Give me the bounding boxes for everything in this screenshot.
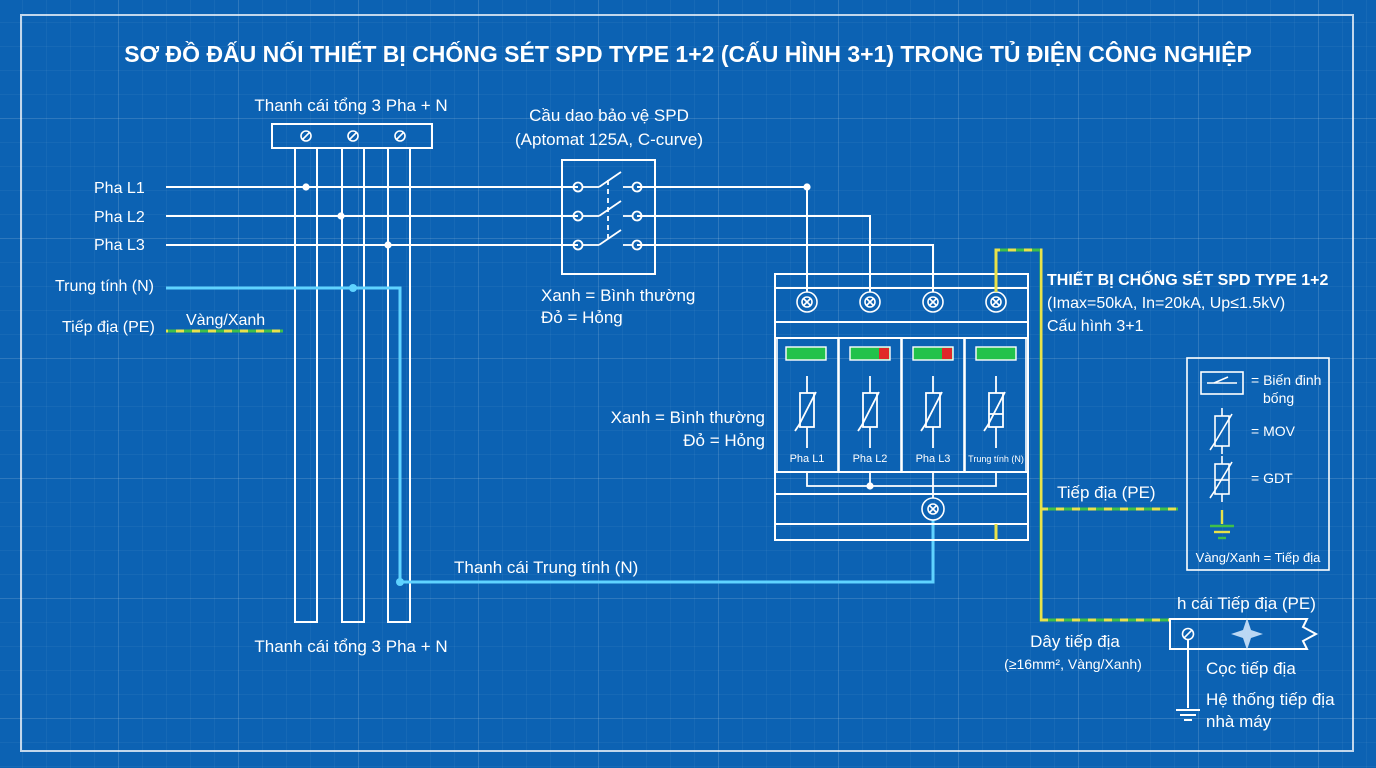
junction-dots [302,183,811,249]
spd-terminal-l1 [796,291,818,313]
spd-spec: (Imax=50kA, In=20kA, Up≤1.5kV) [1047,295,1285,312]
status-top-red: Đỏ = Hỏng [541,308,623,327]
spd-module-label-l1: Pha L1 [790,453,825,465]
legend-mov-icon [1209,408,1233,454]
spd-terminal-n [985,291,1007,313]
neutral-busbar-dot [396,578,404,586]
status-window-n [975,346,1017,361]
legend-mov-label: = MOV [1251,423,1296,439]
spd-breaker [561,159,656,275]
ground-rod-label: Cọc tiếp địa [1206,659,1296,678]
ground-wire-label-1: Dây tiếp địa [1030,632,1120,651]
status-left-red: Đỏ = Hỏng [683,431,765,450]
label-pha-l3: Pha L3 [94,237,145,254]
breaker-label-1: Cầu dao bảo vệ SPD [529,106,689,125]
status-window-l3 [912,346,954,361]
legend-breaker-icon [1200,371,1244,395]
spd-terminal-l3 [922,291,944,313]
earth-wires [994,248,1178,622]
spd-module-label-l2: Pha L2 [853,453,888,465]
breaker-label-2: (Aptomat 125A, C-curve) [515,130,703,149]
ground-wire-label-2: (≥16mm², Vàng/Xanh) [1004,656,1142,672]
legend-footer: Vàng/Xanh = Tiếp địa [1196,550,1321,565]
status-window-l2 [849,346,891,361]
mov-symbol-l3 [920,376,943,448]
label-neutral: Trung tính (N) [55,278,154,295]
label-pe-wire: Vàng/Xanh [186,312,265,329]
ground-system-label-2: nhà máy [1206,712,1272,731]
label-pha-l1: Pha L1 [94,180,145,197]
spd-bus-dot [866,482,874,490]
status-window-l1 [785,346,827,361]
pe-bar-label: h cái Tiếp địa (PE) [1177,594,1316,613]
ground-system-label-1: Hệ thống tiếp địa [1206,690,1335,709]
ground-symbol [1176,709,1200,721]
spd-common-bus [806,472,997,487]
spd-config: Cấu hình 3+1 [1047,318,1144,335]
spd-title: THIẾT BỊ CHỐNG SÉT SPD TYPE 1+2 [1047,269,1328,289]
busbar-terminals [300,130,406,142]
page-title: SƠ ĐỒ ĐẤU NỐI THIẾT BỊ CHỐNG SÉT SPD TYP… [124,39,1252,67]
pe-bar [1169,618,1319,650]
legend-gdt-icon [1209,456,1233,502]
pe-bar-terminal [1181,627,1195,641]
label-pe-right: Tiếp địa (PE) [1057,483,1156,502]
label-pe: Tiếp địa (PE) [62,319,155,336]
gdt-symbol-n [983,376,1006,448]
neutral-junction-dot [349,284,357,292]
breaker-contacts [572,171,643,251]
spd-module-label-n: Trung tính (N) [968,454,1024,464]
diagram-frame [20,14,1354,752]
legend-breaker-label-2: bống [1263,390,1294,406]
legend-box [1186,357,1330,571]
status-left-green: Xanh = Bình thường [611,408,765,427]
busbar-bars [294,147,411,623]
mov-symbol-l2 [857,376,880,448]
spd-module-label-l3: Pha L3 [916,453,951,465]
status-top-green: Xanh = Bình thường [541,286,695,305]
pe-bar-sparkle [1231,618,1263,650]
legend-gdt-label: = GDT [1251,470,1293,486]
phase-wires [166,186,934,292]
busbar-bottom-label: Thanh cái tổng 3 Pha + N [254,637,447,656]
label-pha-l2: Pha L2 [94,209,145,226]
busbar-top-label: Thanh cái tổng 3 Pha + N [254,96,447,115]
legend-ground-icon [1210,510,1234,540]
spd-terminal-l2 [859,291,881,313]
mov-symbol-l1 [794,376,817,448]
label-neutral-bar: Thanh cái Trung tính (N) [454,558,638,577]
legend-breaker-label-1: = Biến đinh [1251,372,1321,388]
spd-pe-terminal [921,497,945,521]
